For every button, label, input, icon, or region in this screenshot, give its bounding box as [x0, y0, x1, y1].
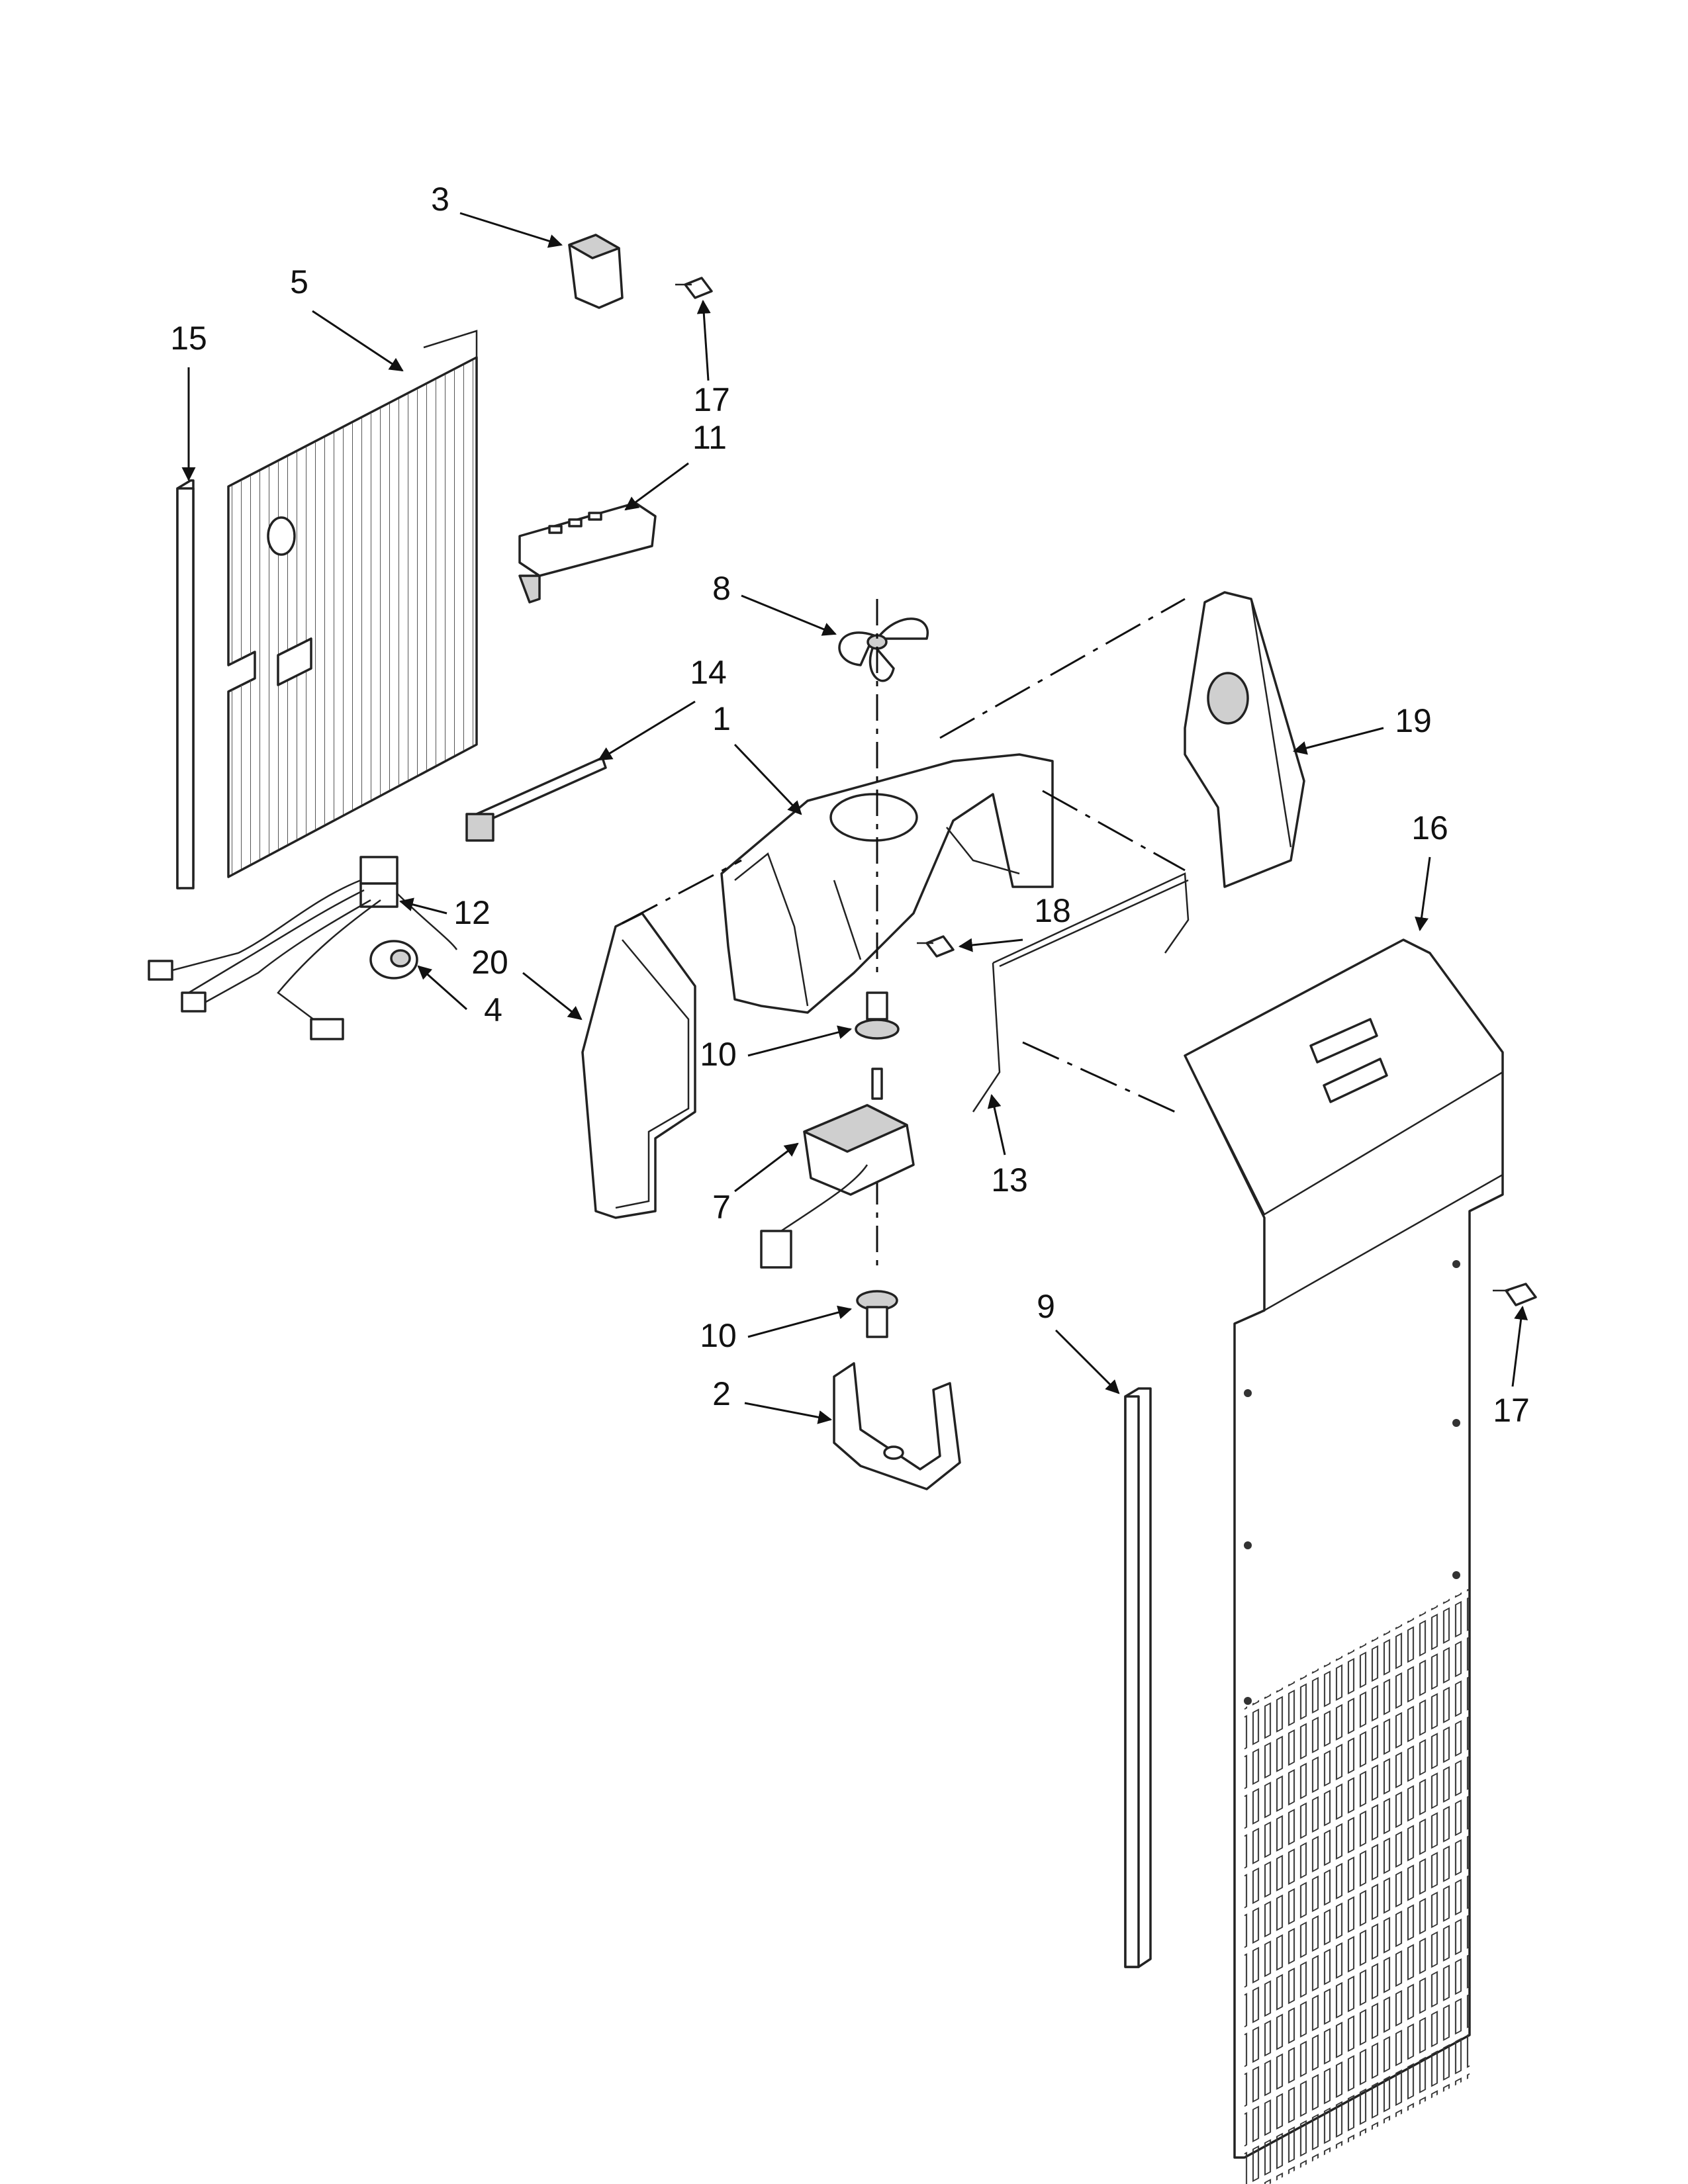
callout-16: 16 [1411, 809, 1448, 846]
callout-1: 1 [712, 700, 731, 737]
part-15-strip [176, 479, 195, 889]
part-20-left-panel [581, 912, 696, 1219]
part-17-screw-right [1493, 1283, 1537, 1306]
part-10-grommet-upper [855, 991, 900, 1040]
part-13-wire-frame [972, 872, 1190, 1113]
part-10-grommet-lower [856, 1290, 898, 1338]
callout-10-lower: 10 [700, 1317, 737, 1354]
part-5-ribbed-panel [227, 330, 478, 878]
part-2-motor-bracket [833, 1362, 961, 1490]
callout-8: 8 [712, 570, 731, 607]
part-1-fan-shroud [720, 753, 1054, 1014]
part-8-fan-blade [838, 617, 929, 682]
callout-7: 7 [712, 1189, 731, 1226]
callout-9: 9 [1037, 1288, 1055, 1325]
part-14-cable-tie [465, 756, 607, 842]
callout-labels: 3 5 15 17 11 8 14 1 19 16 12 18 20 4 10 … [170, 181, 1530, 1429]
callout-3: 3 [431, 181, 449, 218]
callout-20: 20 [471, 944, 508, 981]
part-7-fan-motor [760, 1068, 915, 1269]
callout-13: 13 [991, 1161, 1028, 1199]
part-9-strip [1124, 1387, 1152, 1968]
callout-14: 14 [690, 654, 727, 691]
callout-12: 12 [453, 894, 491, 931]
part-18-screw [917, 935, 955, 958]
part-3-bracket [568, 234, 624, 309]
callout-5: 5 [290, 263, 308, 300]
callout-18: 18 [1034, 892, 1071, 929]
callout-10-upper: 10 [700, 1036, 737, 1073]
part-19-right-panel [1184, 591, 1305, 888]
callout-15: 15 [170, 320, 207, 357]
alignment-lines [622, 598, 1186, 1113]
callout-2: 2 [712, 1375, 731, 1412]
leader-arrows [181, 212, 1528, 1424]
part-4-grommet [369, 940, 418, 979]
part-17-screw-top [675, 277, 713, 299]
callout-17-top: 17 [693, 381, 730, 418]
callout-17-right: 17 [1493, 1392, 1530, 1429]
callout-11: 11 [692, 419, 727, 456]
part-11-clip [518, 502, 657, 604]
callout-4: 4 [484, 991, 502, 1028]
callout-19: 19 [1395, 702, 1432, 739]
part-16-duct-cover [1184, 938, 1504, 2184]
